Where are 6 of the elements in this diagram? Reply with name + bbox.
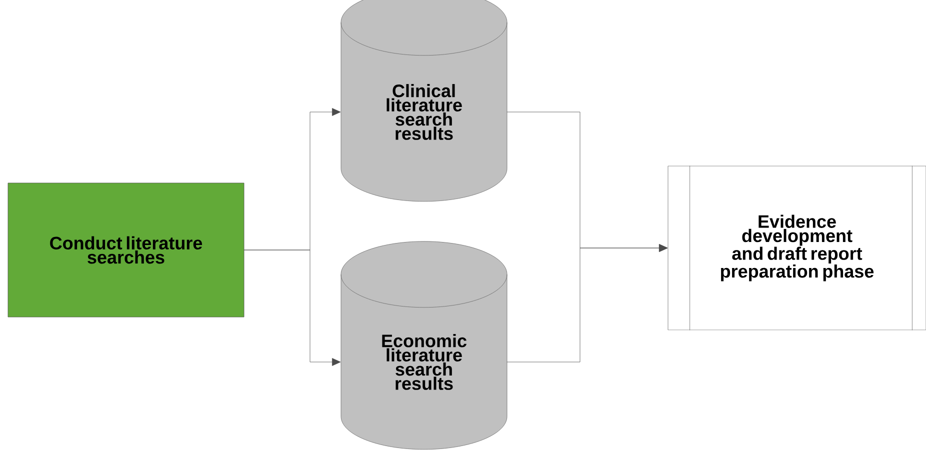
arrow xyxy=(244,250,341,366)
data-cylinder: Clinical literature search results xyxy=(340,0,508,202)
predefined-process-box: Evidence development and draft report preparation phase xyxy=(668,166,926,330)
process-box: Conduct literature searches xyxy=(8,182,244,318)
arrow xyxy=(506,244,668,362)
data-cylinder: Economic literature search results xyxy=(340,241,508,450)
